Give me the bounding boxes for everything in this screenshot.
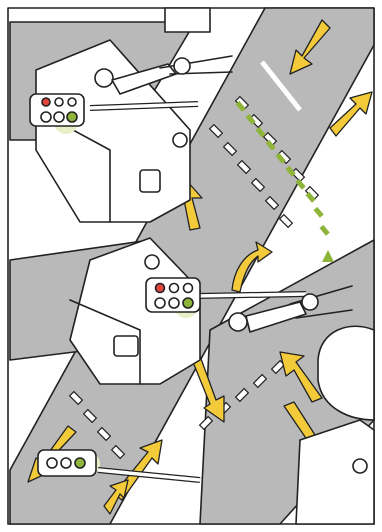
signal-green-lamp <box>66 111 78 123</box>
building-top <box>164 7 211 33</box>
crosswalk-lower <box>68 359 286 460</box>
arrow-1 <box>289 19 331 75</box>
car-lower-right <box>295 419 375 525</box>
crosswalk-upper <box>208 95 320 229</box>
traffic-light-center <box>145 277 307 318</box>
car-upper <box>35 39 191 223</box>
lane-divider <box>260 60 302 112</box>
signal-red-lamp <box>154 282 166 294</box>
bike-lane-dashes <box>235 100 330 236</box>
signal-red-lamp <box>41 97 51 107</box>
traffic-light-bottom-left <box>37 449 201 483</box>
bike-lane-arrowhead <box>322 250 334 262</box>
signal-green-lamp <box>74 457 86 469</box>
car-center <box>69 237 201 385</box>
arrow-6 <box>279 351 323 403</box>
traffic-light-upper-left <box>29 93 199 134</box>
arrow-4 <box>231 241 273 293</box>
arrow-2 <box>329 91 373 137</box>
cyclist-center <box>228 285 353 333</box>
cyclist-upper <box>94 55 233 95</box>
signal-green-lamp <box>182 297 194 309</box>
bush <box>317 325 375 421</box>
arrow-10 <box>103 479 129 515</box>
